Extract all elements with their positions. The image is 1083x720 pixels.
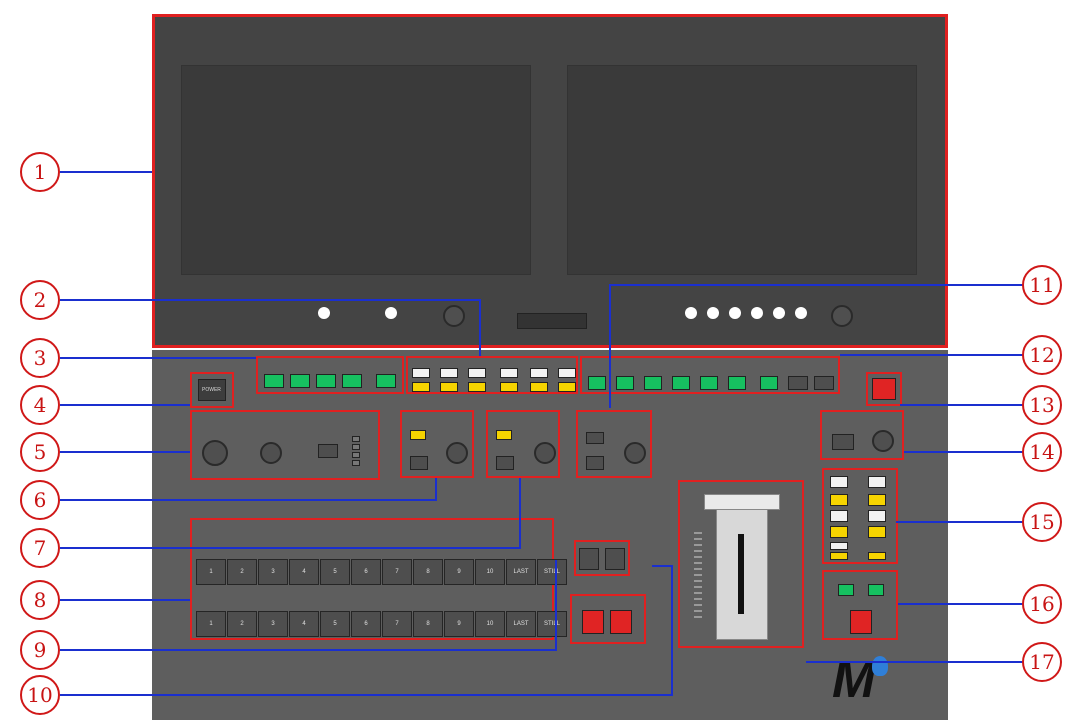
rate-green-button-2[interactable] bbox=[868, 584, 884, 596]
section-6-knob[interactable] bbox=[446, 442, 468, 464]
green-button-4[interactable] bbox=[342, 374, 362, 388]
callout-1: 1 bbox=[20, 152, 60, 192]
section-5-knob-2[interactable] bbox=[260, 442, 282, 464]
section-5-led-3 bbox=[352, 452, 360, 458]
pattern-button-1[interactable] bbox=[412, 368, 430, 378]
effect-yellow-3[interactable] bbox=[830, 526, 848, 538]
section-5-led-2 bbox=[352, 444, 360, 450]
section-14-knob[interactable] bbox=[872, 430, 894, 452]
callout-7: 7 bbox=[20, 528, 60, 568]
monitor-bridge bbox=[152, 14, 948, 348]
section-14-switch[interactable] bbox=[832, 434, 854, 450]
section-3-box bbox=[256, 356, 404, 394]
effect-yellow-1[interactable] bbox=[830, 494, 848, 506]
left-preview-screen bbox=[181, 65, 531, 275]
pattern-button-5[interactable] bbox=[530, 368, 548, 378]
green-button-5[interactable] bbox=[376, 374, 396, 388]
callout-8: 8 bbox=[20, 580, 60, 620]
callout-10: 10 bbox=[20, 675, 60, 715]
callout-14: 14 bbox=[1022, 432, 1062, 472]
green-button-1[interactable] bbox=[264, 374, 284, 388]
callout-3: 3 bbox=[20, 338, 60, 378]
callout-6: 6 bbox=[20, 480, 60, 520]
m3-logo-icon: M bbox=[832, 651, 892, 709]
callout-12: 12 bbox=[1022, 335, 1062, 375]
rate-green-button-1[interactable] bbox=[838, 584, 854, 596]
wipe-pattern-1[interactable] bbox=[830, 476, 848, 488]
callout-13: 13 bbox=[1022, 385, 1062, 425]
yellow-button-3[interactable] bbox=[468, 382, 486, 392]
wipe-pattern-5[interactable] bbox=[830, 542, 848, 550]
section-11-button-1[interactable] bbox=[586, 432, 604, 444]
right-program-screen bbox=[567, 65, 917, 275]
section-2-box bbox=[406, 356, 578, 394]
wipe-pattern-2[interactable] bbox=[868, 476, 886, 488]
power-label: POWER bbox=[202, 387, 221, 393]
yellow-button-1[interactable] bbox=[412, 382, 430, 392]
bus-green-button-1[interactable] bbox=[588, 376, 606, 390]
section-5-box bbox=[190, 410, 380, 480]
section-14-box bbox=[820, 410, 904, 460]
effect-yellow-4[interactable] bbox=[868, 526, 886, 538]
yellow-button-2[interactable] bbox=[440, 382, 458, 392]
trans-red-button[interactable] bbox=[850, 610, 872, 634]
section-11-knob[interactable] bbox=[624, 442, 646, 464]
section-7-button[interactable] bbox=[496, 456, 514, 470]
logo-text: M bbox=[832, 651, 876, 709]
section-5-button[interactable] bbox=[318, 444, 338, 458]
green-button-2[interactable] bbox=[290, 374, 310, 388]
section-5-knob-1[interactable] bbox=[202, 440, 228, 466]
wipe-pattern-4[interactable] bbox=[868, 510, 886, 522]
callout-5: 5 bbox=[20, 432, 60, 472]
yellow-button-5[interactable] bbox=[530, 382, 548, 392]
callout-9: 9 bbox=[20, 630, 60, 670]
section-4-box: POWER bbox=[190, 372, 234, 408]
section-15-box bbox=[822, 468, 898, 564]
effect-yellow-2[interactable] bbox=[868, 494, 886, 506]
effect-yellow-6[interactable] bbox=[868, 552, 886, 560]
section-7-knob[interactable] bbox=[534, 442, 556, 464]
section-11-box bbox=[576, 410, 652, 478]
fader-slot bbox=[738, 534, 744, 614]
power-button[interactable] bbox=[198, 379, 226, 401]
green-button-3[interactable] bbox=[316, 374, 336, 388]
center-display-slot bbox=[517, 313, 587, 329]
section-7-yellow-button[interactable] bbox=[496, 430, 512, 440]
section-7-box bbox=[486, 410, 560, 478]
wipe-pattern-3[interactable] bbox=[830, 510, 848, 522]
section-6-button[interactable] bbox=[410, 456, 428, 470]
fader-scale bbox=[694, 532, 702, 622]
pattern-button-4[interactable] bbox=[500, 368, 518, 378]
yellow-button-4[interactable] bbox=[500, 382, 518, 392]
callout-4: 4 bbox=[20, 385, 60, 425]
section-5-led-4 bbox=[352, 460, 360, 466]
section-6-box bbox=[400, 410, 474, 478]
callout-11: 11 bbox=[1022, 265, 1062, 305]
fader-handle[interactable] bbox=[704, 494, 780, 510]
pattern-button-3[interactable] bbox=[468, 368, 486, 378]
callout-17: 17 bbox=[1022, 642, 1062, 682]
section-5-led-1 bbox=[352, 436, 360, 442]
callout-16: 16 bbox=[1022, 584, 1062, 624]
section-11-button-2[interactable] bbox=[586, 456, 604, 470]
section-17-box bbox=[678, 480, 804, 648]
pattern-button-2[interactable] bbox=[440, 368, 458, 378]
callout-15: 15 bbox=[1022, 502, 1062, 542]
callout-2: 2 bbox=[20, 280, 60, 320]
yellow-button-6[interactable] bbox=[558, 382, 576, 392]
pattern-button-6[interactable] bbox=[558, 368, 576, 378]
section-6-yellow-button[interactable] bbox=[410, 430, 426, 440]
section-16-box bbox=[822, 570, 898, 640]
effect-yellow-5[interactable] bbox=[830, 552, 848, 560]
